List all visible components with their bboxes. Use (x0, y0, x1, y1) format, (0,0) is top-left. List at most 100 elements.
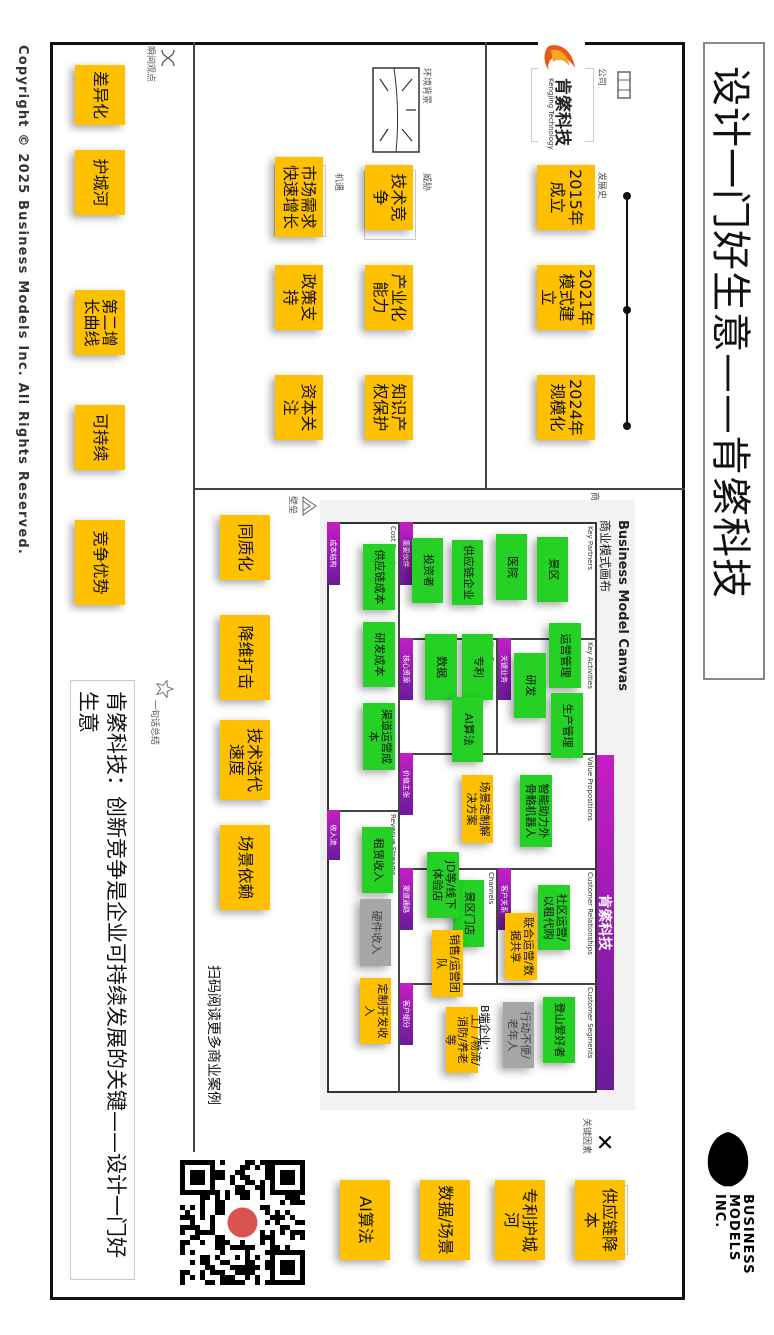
qr-module (230, 1180, 235, 1185)
cell-header: Key Partners (586, 526, 594, 571)
qr-module (225, 1280, 230, 1285)
qr-module (250, 1270, 255, 1275)
qr-module (290, 1170, 295, 1175)
qr-module (180, 1225, 185, 1230)
qr-module (245, 1270, 250, 1275)
history-note: 2024年规模化 (537, 375, 595, 440)
qr-module (260, 1205, 265, 1210)
channel-note: JD等/线下体验店 (427, 852, 459, 918)
qr-module (280, 1215, 285, 1220)
qr-module (285, 1195, 290, 1200)
qr-module (300, 1270, 305, 1275)
qr-module (295, 1220, 300, 1225)
logo-name: 肯綮科技 (552, 78, 572, 146)
segment-note: 工厂/物流/消防/养老等 (444, 1007, 482, 1073)
qr-caption: 扫码阅读更多商业案例 (205, 965, 221, 1105)
qr-module (285, 1160, 290, 1165)
close-x-icon: ✕ (591, 1133, 616, 1152)
qr-module (195, 1225, 200, 1230)
qr-module (275, 1280, 280, 1285)
qr-module (245, 1175, 250, 1180)
qr-module (270, 1250, 275, 1255)
qr-module (285, 1270, 290, 1275)
qr-module (235, 1190, 240, 1195)
qr-module (220, 1270, 225, 1275)
qr-module (295, 1280, 300, 1285)
qr-module (275, 1160, 280, 1165)
qr-module (300, 1250, 305, 1255)
canvas-title-en: Business Model Canvas (615, 520, 630, 691)
tab-key-activities: 关键业务 (498, 638, 511, 700)
qr-module (180, 1275, 185, 1280)
qr-module (225, 1275, 230, 1280)
activity-note: 研发 (514, 653, 546, 718)
qr-module (280, 1200, 285, 1205)
qr-module (240, 1270, 245, 1275)
page-title: 设计一门好生意——肯綮科技 (703, 42, 765, 680)
insights-label: 瞬间观点 (145, 46, 155, 83)
brand-logo: BUSINESS MODELS INC. (700, 1130, 760, 1305)
qr-module (300, 1165, 305, 1170)
qr-module (265, 1220, 270, 1225)
qr-module (240, 1190, 245, 1195)
qr-module (270, 1160, 275, 1165)
qr-module (285, 1260, 290, 1265)
activity-note: 运营管理 (549, 623, 581, 688)
qr-module (230, 1275, 235, 1280)
qr-module (285, 1265, 290, 1270)
qr-module (280, 1250, 285, 1255)
qr-module (195, 1175, 200, 1180)
qr-module (180, 1165, 185, 1170)
qr-module (200, 1170, 205, 1175)
qr-module (300, 1275, 305, 1280)
relationship-note: 联合运营/数据共享 (505, 913, 537, 980)
partner-note: 供应链企业 (452, 540, 483, 605)
qr-module (240, 1240, 245, 1245)
qr-module (210, 1225, 215, 1230)
qr-module (185, 1270, 190, 1275)
qr-module (285, 1250, 290, 1255)
qr-module (275, 1215, 280, 1220)
qr-module (255, 1165, 260, 1170)
summary-text: 肯綮科技：创新竞争是企业可持续发展的关键——设计一门好生意 (70, 680, 135, 1280)
qr-module (225, 1195, 230, 1200)
qr-module (215, 1175, 220, 1180)
qr-module (220, 1275, 225, 1280)
qr-module (290, 1195, 295, 1200)
qr-module (265, 1260, 270, 1265)
qr-module (200, 1255, 205, 1260)
insight-note: 可持续 (75, 405, 125, 470)
qr-module (200, 1205, 205, 1210)
qr-module (285, 1170, 290, 1175)
qr-module (190, 1250, 195, 1255)
qr-module (295, 1160, 300, 1165)
qr-module (280, 1225, 285, 1230)
divider (193, 42, 195, 1152)
key-factor-note: 专利护城河 (495, 1180, 545, 1260)
company-logo: 肯綮科技 Kengjing Technology (538, 40, 585, 157)
qr-module (180, 1175, 185, 1180)
qr-module (245, 1275, 250, 1280)
qr-module (300, 1180, 305, 1185)
cell-header: Key Activities (586, 642, 594, 689)
qr-module (205, 1190, 210, 1195)
grid-line (400, 983, 597, 985)
qr-module (280, 1180, 285, 1185)
qr-module (240, 1265, 245, 1270)
qr-module (205, 1255, 210, 1260)
qr-module (185, 1215, 190, 1220)
qr-module (270, 1175, 275, 1180)
qr-code[interactable] (180, 1160, 305, 1285)
qr-module (285, 1175, 290, 1180)
qr-module (200, 1210, 205, 1215)
activity-note: 生产管理 (551, 693, 583, 758)
qr-module (300, 1160, 305, 1165)
qr-module (250, 1160, 255, 1165)
insight-note: 第二增长曲线 (75, 290, 125, 355)
tab-value-propositions: 价值主张 (400, 753, 413, 815)
qr-module (245, 1180, 250, 1185)
divider (195, 488, 685, 490)
qr-module (180, 1180, 185, 1185)
qr-module (240, 1170, 245, 1175)
